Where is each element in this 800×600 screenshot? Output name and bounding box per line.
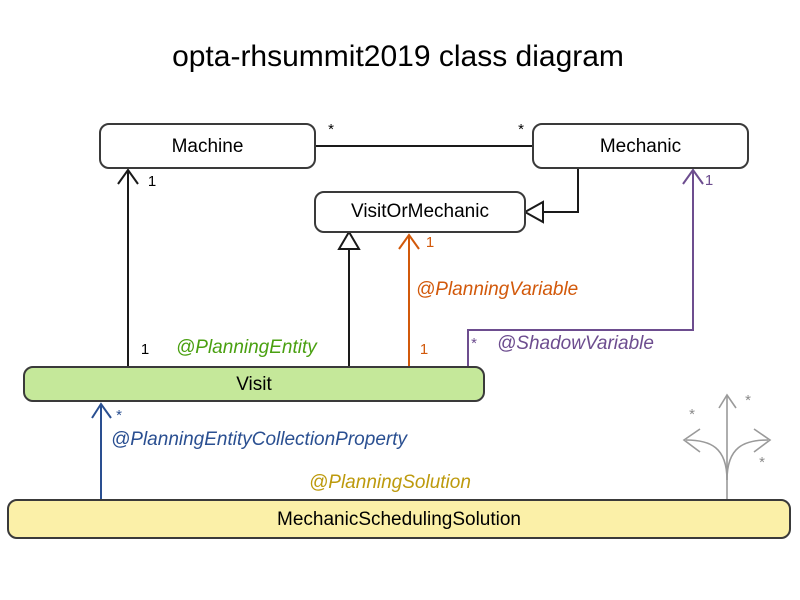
annotation-planning-variable: @PlanningVariable [416,279,578,300]
multiplicity-vom-visit-top: 1 [426,234,434,251]
relation-solution-visit-collection [91,402,112,500]
class-label-solution: MechanicSchedulingSolution [277,509,521,530]
class-label-visitormechanic: VisitOrMechanic [351,201,489,222]
multiplicity-mechanic-visit-bottom: * [471,335,477,352]
class-box-visitormechanic[interactable]: VisitOrMechanic [314,191,526,233]
annotation-shadow-variable: @ShadowVariable [497,333,654,354]
class-label-machine: Machine [172,136,244,157]
multiplicity-machine-mechanic-left: * [328,121,334,138]
relation-visit-machine-reference [117,168,139,367]
multiplicity-machine-visit-top: 1 [148,173,156,190]
multiplicity-fork-right: * [759,454,765,471]
multiplicity-solution-visit: * [116,407,122,424]
relation-mechanic-vom-inheritance [522,168,579,224]
multiplicity-machine-mechanic-right: * [518,121,524,138]
multiplicity-vom-visit-bottom: 1 [420,341,428,358]
annotation-planning-entity-collection-property: @PlanningEntityCollectionProperty [111,429,408,450]
class-box-mechanic[interactable]: Mechanic [532,123,749,169]
class-label-visit: Visit [236,374,272,395]
relation-visit-mechanic-shadow [467,168,704,367]
relation-visit-vom-inheritance [337,230,361,367]
class-label-mechanic: Mechanic [600,136,681,157]
multiplicity-machine-visit-bottom: 1 [141,341,149,358]
relation-solution-fork-references [682,393,772,500]
class-box-visit[interactable]: Visit [23,366,485,402]
annotation-planning-entity: @PlanningEntity [176,337,318,358]
class-box-solution[interactable]: MechanicSchedulingSolution [7,499,791,539]
annotation-planning-solution: @PlanningSolution [309,472,471,493]
relation-visit-vom-planning-variable [398,233,420,367]
multiplicity-mechanic-visit-top: 1 [705,172,713,189]
multiplicity-fork-up: * [745,392,751,409]
multiplicity-fork-left: * [689,406,695,423]
page-title: opta-rhsummit2019 class diagram [172,40,624,73]
class-box-machine[interactable]: Machine [99,123,316,169]
